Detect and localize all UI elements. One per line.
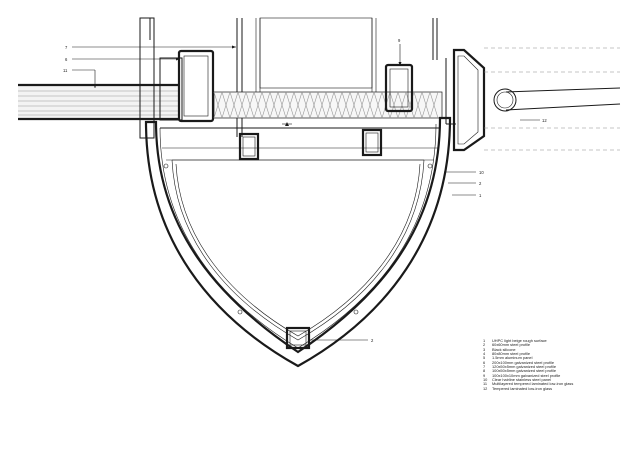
callout-12: 12 [542,118,547,123]
right-glazing-panel [484,47,621,151]
mullions [236,17,438,137]
left-glazing-panel [18,83,180,121]
dimension-markers [282,122,292,126]
lower-steel-profiles [238,128,383,161]
callout-leaders [72,44,540,341]
callout-2-bottom: 2 [371,338,374,343]
cross-plates [160,127,440,161]
callout-1: 1 [479,193,482,198]
callout-11: 11 [63,68,68,73]
left-frame-profiles [139,17,215,139]
callout-labels: 7 6 11 9 12 10 2 1 2 [63,38,547,343]
callout-10: 10 [479,170,484,175]
right-steel-profile [384,63,414,113]
callout-2-right: 2 [479,181,482,186]
curved-uhpc-shell [144,116,452,368]
insulation-band [213,90,443,120]
callout-7: 7 [65,45,68,50]
callout-9: 9 [398,38,401,43]
right-glass-fin [445,48,486,152]
callout-6: 6 [65,57,68,62]
